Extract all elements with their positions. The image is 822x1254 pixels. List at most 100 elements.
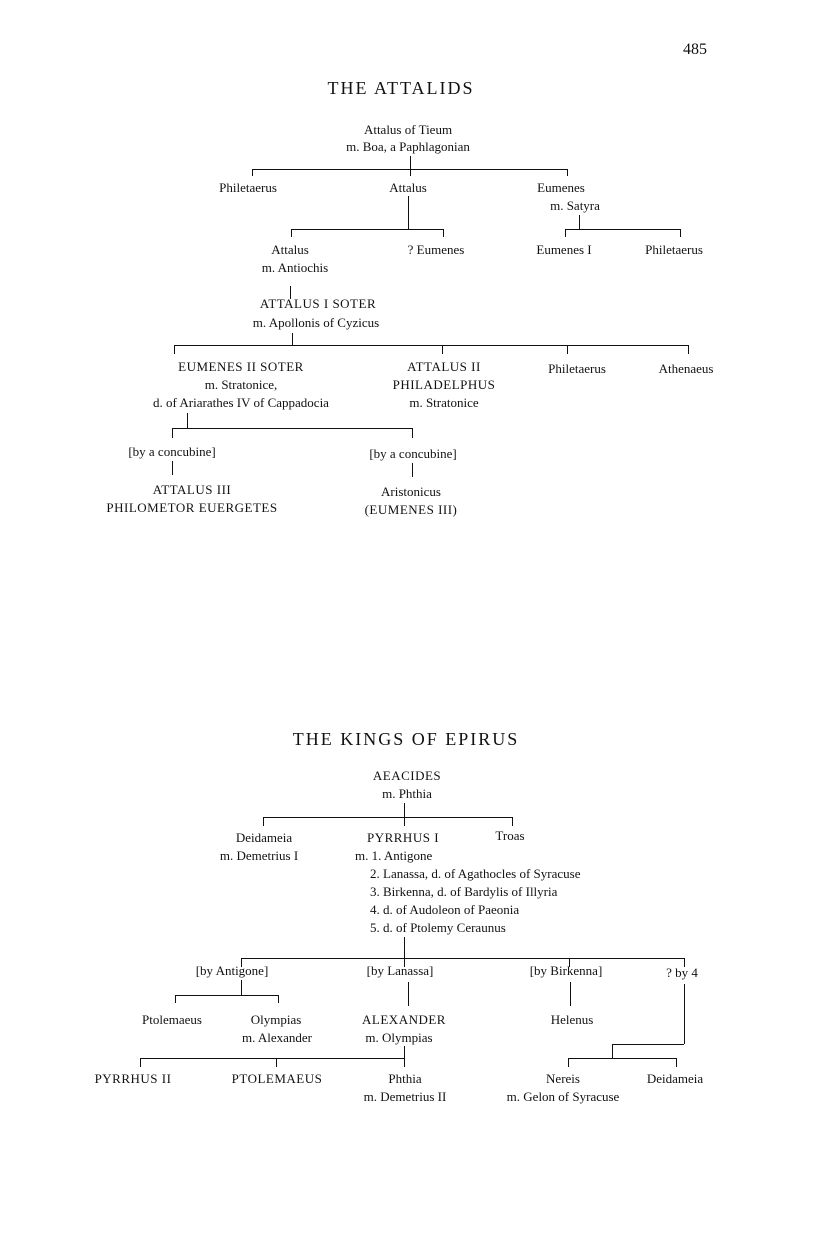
connector-line (241, 958, 242, 967)
connector-line (290, 286, 291, 299)
person-eumenes-ii-soter: EUMENES II SOTER (178, 359, 304, 374)
connector-line (140, 1058, 404, 1059)
connector-line (512, 817, 513, 826)
connector-line (612, 1044, 684, 1045)
person-helenus: Helenus (550, 1012, 594, 1027)
connector-line (263, 817, 512, 818)
pyrrhus-wife-5: 5. d. of Ptolemy Ceraunus (370, 920, 506, 935)
nereis-spouse: m. Gelon of Syracuse (506, 1089, 620, 1104)
person-alexander: ALEXANDER (362, 1012, 446, 1027)
connector-line (292, 333, 293, 345)
root-spouse: m. Boa, a Paphlagonian (346, 139, 470, 154)
phthia-spouse: m. Demetrius II (363, 1089, 447, 1104)
connector-line (291, 229, 443, 230)
connector-line (263, 817, 264, 826)
person-troas: Troas (495, 828, 525, 843)
aeacides-spouse: m. Phthia (382, 786, 432, 801)
connector-line (569, 958, 570, 967)
person-attalus-2: Attalus (271, 242, 309, 257)
person-attalus-iii: ATTALUS III (152, 482, 232, 497)
attalus-2-spouse: m. Antiochis (261, 260, 329, 275)
connector-line (412, 463, 413, 477)
connector-line (174, 345, 688, 346)
connector-line (408, 196, 409, 229)
aristonicus-regnal-name: (EUMENES III) (364, 502, 458, 517)
root-aeacides: AEACIDES (372, 768, 442, 783)
olympias-spouse: m. Alexander (241, 1030, 313, 1045)
connector-line (612, 1044, 613, 1058)
pyrrhus-wife-4: 4. d. of Audoleon of Paeonia (370, 902, 520, 917)
connector-line (172, 461, 173, 475)
person-deidameia: Deidameia (235, 830, 293, 845)
connector-line (408, 982, 409, 1006)
person-olympias: Olympias (250, 1012, 302, 1027)
connector-line (175, 995, 278, 996)
connector-line (688, 345, 689, 354)
person-athenaeus: Athenaeus (658, 361, 714, 376)
person-ptolemaeus: Ptolemaeus (142, 1012, 202, 1027)
person-philetaerus-3: Philetaerus (548, 361, 606, 376)
connector-line (404, 817, 405, 826)
person-attalus-ii: ATTALUS II (407, 359, 481, 374)
connector-line (442, 345, 443, 354)
attalids-title: THE ATTALIDS (327, 78, 475, 98)
connector-line (410, 169, 411, 176)
person-pyrrhus-i: PYRRHUS I (366, 830, 440, 845)
person-ptolemaeus-2: PTOLEMAEUS (231, 1071, 323, 1086)
person-eumenes-q: ? Eumenes (407, 242, 465, 257)
attalus-ii-epithet: PHILADELPHUS (392, 377, 496, 392)
person-attalus: Attalus (389, 180, 427, 195)
connector-line (174, 345, 175, 354)
attalus-iii-epithet: PHILOMETOR EUERGETES (106, 500, 278, 515)
pyrrhus-wife-3: 3. Birkenna, d. of Bardylis of Illyria (370, 884, 558, 899)
page-number: 485 (683, 41, 707, 58)
connector-line (172, 428, 173, 438)
connector-line (404, 937, 405, 958)
connector-line (404, 958, 405, 967)
by-antigone-label: [by Antigone] (195, 963, 269, 978)
eumenes-ii-spouse-detail: d. of Ariarathes IV of Cappadocia (153, 395, 329, 410)
connector-line (680, 229, 681, 237)
person-eumenes: Eumenes (537, 180, 585, 195)
epirus-title: THE KINGS OF EPIRUS (292, 729, 520, 749)
connector-line (565, 229, 680, 230)
pyrrhus-wife-1: m. 1. Antigone (355, 848, 433, 863)
connector-line (568, 1058, 676, 1059)
pyrrhus-wife-2: 2. Lanassa, d. of Agathocles of Syracuse (370, 866, 581, 881)
person-phthia: Phthia (388, 1071, 422, 1086)
person-philetaerus: Philetaerus (219, 180, 277, 195)
connector-line (684, 984, 685, 1044)
eumenes-ii-spouse: m. Stratonice, (204, 377, 278, 392)
attalus-ii-spouse: m. Stratonice (409, 395, 479, 410)
connector-line (410, 156, 411, 169)
person-philetaerus-2: Philetaerus (645, 242, 703, 257)
connector-line (443, 229, 444, 237)
by-birkenna-label: [by Birkenna] (529, 963, 603, 978)
connector-line (241, 980, 242, 995)
connector-line (579, 215, 580, 229)
connector-line (676, 1058, 677, 1067)
deidameia-spouse: m. Demetrius I (219, 848, 299, 863)
connector-line (187, 413, 188, 428)
connector-line (278, 995, 279, 1003)
connector-line (404, 803, 405, 817)
connector-line (140, 1058, 141, 1067)
person-pyrrhus-ii: PYRRHUS II (94, 1071, 172, 1086)
connector-line (412, 428, 413, 438)
alexander-spouse: m. Olympias (365, 1030, 433, 1045)
person-aristonicus: Aristonicus (381, 484, 441, 499)
person-attalus-i-soter: ATTALUS I SOTER (259, 296, 377, 311)
connector-line (172, 428, 412, 429)
concubine-label-2: [by a concubine] (369, 446, 457, 461)
connector-line (404, 1046, 405, 1058)
connector-line (684, 958, 685, 967)
by-4-label: ? by 4 (666, 965, 698, 980)
connector-line (252, 169, 253, 176)
concubine-label-1: [by a concubine] (128, 444, 216, 459)
connector-line (404, 1058, 405, 1067)
connector-line (252, 169, 567, 170)
connector-line (567, 169, 568, 176)
connector-line (570, 982, 571, 1006)
connector-line (565, 229, 566, 237)
eumenes-spouse: m. Satyra (550, 198, 600, 213)
